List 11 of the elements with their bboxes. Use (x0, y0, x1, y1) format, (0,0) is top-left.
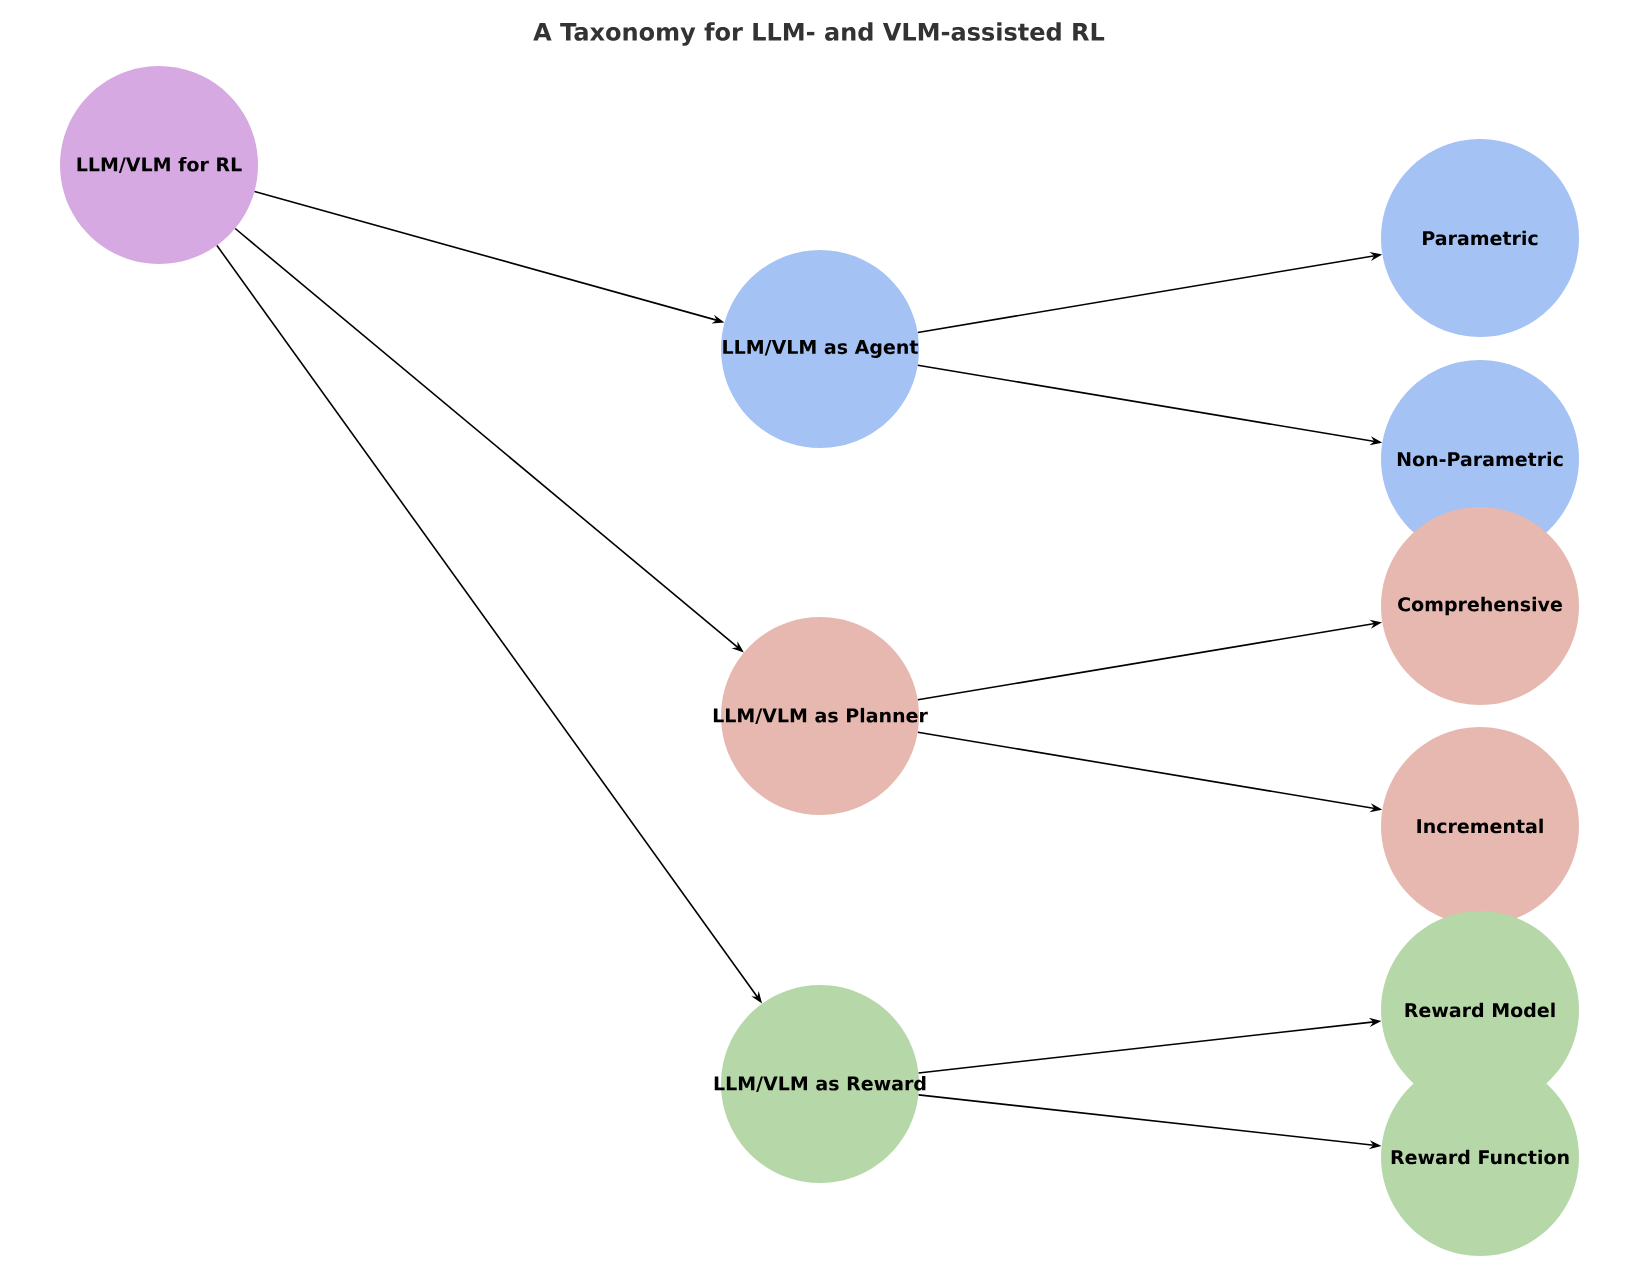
circle-node: LLM/VLM as Reward (714, 985, 926, 1183)
circle-node: Incremental (1381, 727, 1579, 925)
circle-node: LLM/VLM for RL (60, 66, 258, 264)
node-label: Reward Model (1405, 1002, 1555, 1018)
circle-node: LLM/VLM as Agent (721, 250, 919, 448)
circle-node: Comprehensive (1381, 507, 1579, 705)
circle-node: LLM/VLM as Planner (713, 617, 928, 815)
title: A Taxonomy for LLM- and VLM-assisted RL (533, 22, 1105, 46)
node-label: Reward Function (1391, 1149, 1569, 1165)
circle-node: Parametric (1381, 139, 1579, 337)
circle-node: Reward Function (1381, 1058, 1579, 1256)
